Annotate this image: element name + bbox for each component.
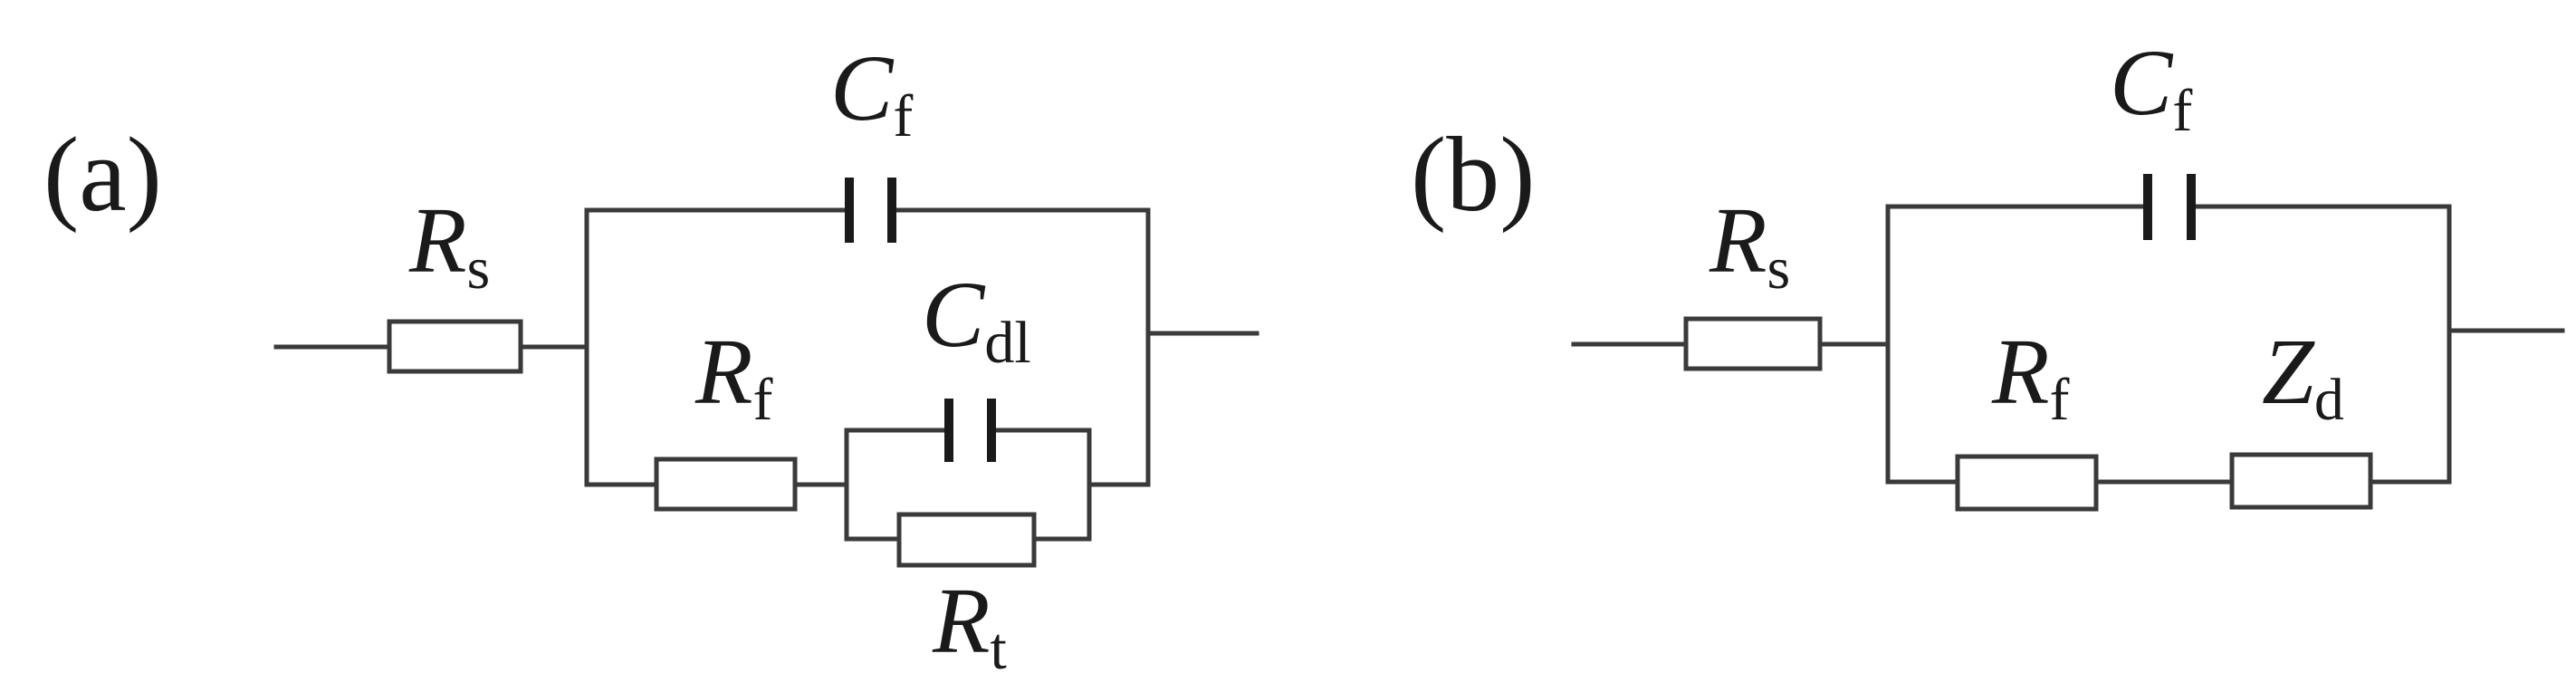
panel-a-label-rt: Rt bbox=[932, 569, 1007, 682]
panel-b-label-rs: Rs bbox=[1709, 188, 1790, 302]
panel-a-label: (a) bbox=[43, 115, 162, 234]
panel-a-capacitor-cf bbox=[845, 178, 896, 243]
panel-a-resistor-rf bbox=[654, 457, 798, 512]
panel-a-wires bbox=[273, 207, 1259, 542]
panel-b-label-cf: Cf bbox=[2110, 31, 2192, 144]
panel-b-resistor-rf bbox=[1955, 454, 2099, 512]
panel-a-label-cf: Cf bbox=[830, 36, 913, 149]
panel-a-resistor-rs bbox=[387, 319, 523, 374]
panel-b: (b) Rs Cf Rf Zd bbox=[1411, 31, 2565, 512]
panel-b-capacitor-cf bbox=[2143, 174, 2196, 240]
panel-b-label-rf: Rf bbox=[1991, 320, 2070, 433]
panel-b-label: (b) bbox=[1411, 115, 1536, 234]
panel-a-resistor-rt bbox=[896, 512, 1037, 568]
panel-a-label-rf: Rf bbox=[694, 320, 773, 433]
panel-a-capacitor-cdl bbox=[944, 399, 996, 462]
panel-b-wires bbox=[1571, 204, 2565, 485]
panel-b-label-zd: Zd bbox=[2262, 320, 2344, 433]
panel-b-resistor-rs bbox=[1683, 316, 1823, 371]
panel-a-label-cdl: Cdl bbox=[922, 263, 1031, 376]
panel-a-label-rs: Rs bbox=[408, 188, 490, 302]
panel-a: (a) Rs Cf Rf Cdl Rt bbox=[43, 36, 1259, 682]
panel-b-impedance-zd bbox=[2229, 452, 2373, 510]
